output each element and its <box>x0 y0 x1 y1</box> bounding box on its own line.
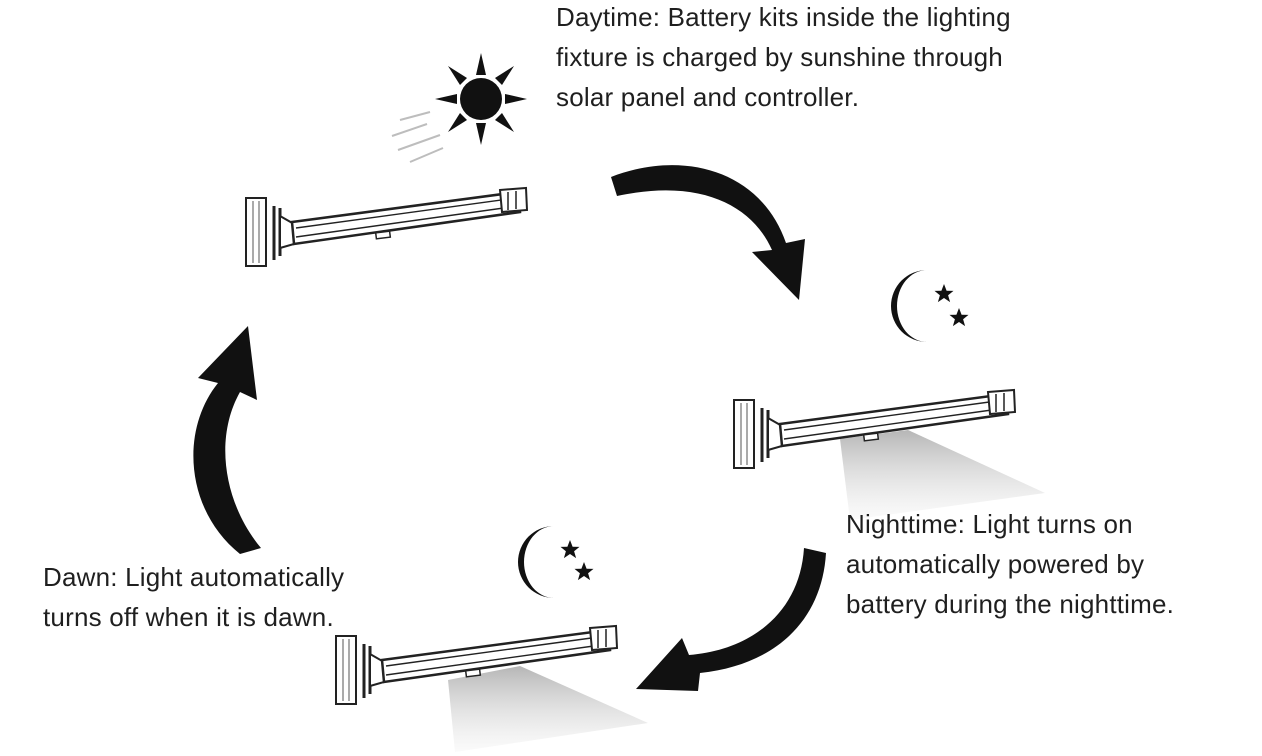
nighttime-caption: Nighttime: Light turns on automatically … <box>846 509 1175 619</box>
light-beam <box>840 430 1045 520</box>
curved-arrow-icon <box>193 326 261 554</box>
curved-arrow-icon <box>611 165 805 300</box>
crescent-moon-icon <box>891 270 927 342</box>
sunshine-rays <box>391 111 444 163</box>
star-icon <box>560 540 594 581</box>
sun-icon <box>435 53 527 145</box>
light-beam <box>448 666 648 752</box>
star-icon <box>934 284 969 327</box>
crescent-moon-icon <box>518 526 554 598</box>
dawn-caption: Dawn: Light automatically turns off when… <box>43 562 345 632</box>
daytime-caption: Daytime: Battery kits inside the lightin… <box>556 2 1011 112</box>
solar-street-light-icon <box>244 186 529 268</box>
curved-arrow-icon <box>636 548 826 691</box>
